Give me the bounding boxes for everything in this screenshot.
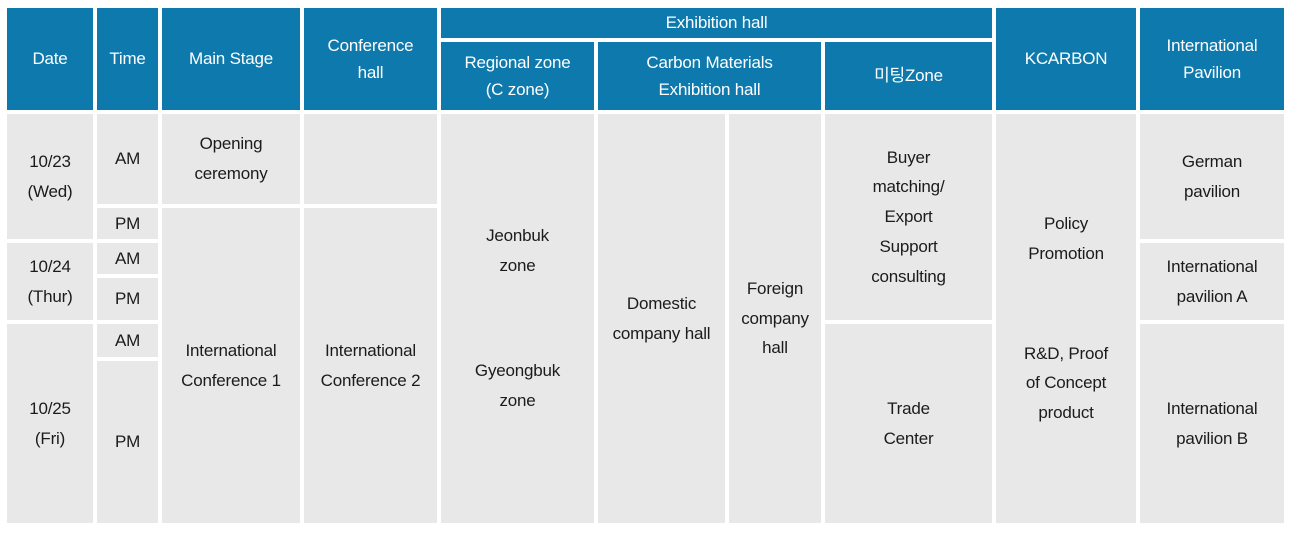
cell-time-1025-pm: PM [97, 361, 158, 523]
block-jeonbuk-zone: Jeonbuk zone [486, 226, 549, 275]
cell-date-1023: 10/23 (Wed) [7, 114, 93, 239]
cell-meeting-zone-buyer-matching: Buyer matching/ Export Support consultin… [825, 114, 993, 320]
header-regional-zone: Regional zone (C zone) [441, 42, 594, 110]
cell-time-1024-pm: PM [97, 278, 158, 320]
cell-date-1025: 10/25 (Fri) [7, 324, 93, 523]
header-conference-hall: Conference hall [304, 8, 437, 110]
cell-pavilion-international-a: International pavilion A [1140, 243, 1285, 320]
cell-main-stage-opening-ceremony: Opening ceremony [162, 114, 300, 204]
cell-time-1024-am: AM [97, 243, 158, 274]
cell-pavilion-international-b: International pavilion B [1140, 324, 1285, 523]
cell-kcarbon: Policy Promotion R&D, Proof of Concept p… [996, 114, 1137, 523]
cell-time-1025-am: AM [97, 324, 158, 357]
header-carbon-materials: Carbon Materials Exhibition hall [598, 42, 821, 110]
header-international-pavilion: International Pavilion [1140, 8, 1285, 110]
cell-time-1023-am: AM [97, 114, 158, 204]
kcarbon-stack: Policy Promotion R&D, Proof of Concept p… [996, 180, 1136, 458]
cell-main-stage-international-conference-1: International Conference 1 [162, 208, 300, 523]
cell-date-1024: 10/24 (Thur) [7, 243, 93, 320]
cell-time-1023-pm: PM [97, 208, 158, 239]
cell-domestic-company-hall: Domestic company hall [598, 114, 725, 523]
header-main-stage: Main Stage [162, 8, 300, 110]
header-exhibition-hall: Exhibition hall [441, 8, 993, 38]
cell-foreign-company-hall: Foreign company hall [729, 114, 821, 523]
event-schedule-table: Date Time Main Stage Conference hall Exh… [3, 4, 1288, 527]
block-gyeongbuk-zone: Gyeongbuk zone [474, 361, 561, 411]
cell-conference-hall-international-conference-2: International Conference 2 [304, 208, 437, 523]
cell-regional-zone: Jeonbuk zone Gyeongbuk zone [441, 114, 594, 523]
header-time: Time [97, 8, 158, 110]
cell-meeting-zone-trade-center: Trade Center [825, 324, 993, 523]
regional-zone-stack: Jeonbuk zone Gyeongbuk zone [441, 191, 594, 445]
header-kcarbon: KCARBON [996, 8, 1137, 110]
cell-pavilion-german: German pavilion [1140, 114, 1285, 239]
block-rnd-proof-of-concept: R&D, Proof of Concept product [1024, 343, 1109, 423]
header-date: Date [7, 8, 93, 110]
cell-conference-hall-empty [304, 114, 437, 204]
block-policy-promotion: Policy Promotion [1028, 214, 1104, 263]
header-meeting-zone: 미팅Zone [825, 42, 993, 110]
